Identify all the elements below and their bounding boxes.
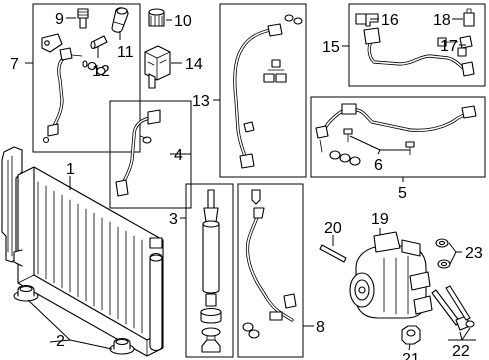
leader-21: [408, 343, 411, 351]
callout-11: 11: [117, 44, 134, 61]
callout-6: 6: [374, 157, 383, 174]
callout-12: 12: [92, 63, 110, 80]
callout-5: 5: [398, 185, 407, 202]
group-4-parts: [115, 109, 161, 197]
leader-22: [448, 327, 476, 341]
callout-3: 3: [169, 211, 178, 228]
callout-23: 23: [465, 245, 483, 262]
nut-part-21: [401, 325, 421, 345]
callout-labels: 1 2 3 4 5 6 7 8 9 10 11 12 13 14 15 16 1…: [10, 11, 483, 360]
group-5-parts: [315, 103, 477, 166]
washer-part-23: [435, 238, 451, 269]
group-7-parts: [41, 7, 129, 144]
leader-23: [448, 242, 462, 265]
pin-part-20: [319, 244, 347, 263]
callout-14: 14: [185, 56, 203, 73]
callout-7: 7: [10, 56, 19, 73]
group-boxes: [32, 3, 486, 358]
compressor-part-19: [349, 231, 433, 319]
callout-13: 13: [192, 93, 210, 110]
callout-21: 21: [402, 351, 420, 360]
callout-17: 17: [440, 38, 458, 55]
leader-2: [27, 299, 113, 350]
box-group-13: [219, 3, 307, 178]
condenser-part-1: [1, 146, 164, 357]
callout-8: 8: [316, 319, 325, 336]
leader-6: [349, 135, 410, 155]
callout-9: 9: [55, 11, 64, 28]
callout-18: 18: [433, 12, 451, 29]
callout-2: 2: [56, 333, 65, 350]
leader-lines: [25, 17, 476, 351]
box-group-5: [310, 96, 486, 178]
callout-10: 10: [174, 13, 192, 30]
mount-part-2: [13, 284, 135, 355]
callout-4: 4: [174, 147, 183, 164]
box-group-8: [237, 183, 304, 358]
group-13-parts: [233, 14, 303, 169]
callout-20: 20: [324, 220, 342, 237]
bolt-part-22: [431, 285, 475, 331]
box-group-7: [32, 3, 141, 153]
bracket-part-14: [144, 45, 171, 89]
callout-16: 16: [381, 12, 399, 29]
box-group-3: [185, 183, 234, 358]
callout-15: 15: [322, 39, 340, 56]
callout-22: 22: [452, 343, 470, 360]
callout-19: 19: [371, 211, 389, 228]
callout-1: 1: [66, 161, 75, 178]
group-8-parts: [242, 189, 297, 339]
group-3-parts: [200, 189, 222, 353]
group-15-parts: [355, 8, 475, 77]
nut-part-10: [148, 8, 165, 27]
box-group-15: [348, 3, 486, 87]
